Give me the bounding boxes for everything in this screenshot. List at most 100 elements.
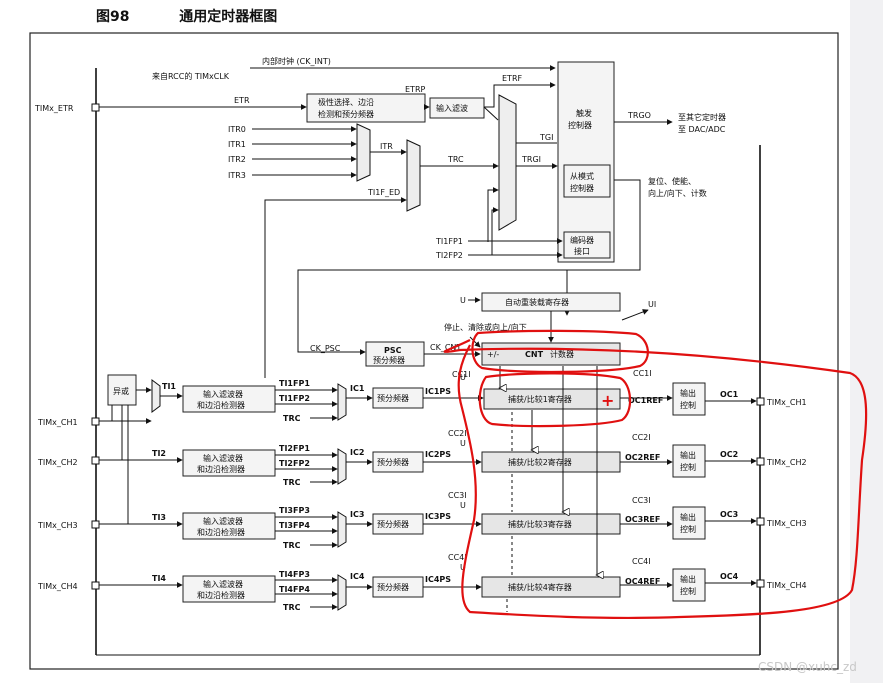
xor-block <box>107 374 137 406</box>
ch2-output-control <box>672 444 706 478</box>
output4-line1: 输出 <box>680 574 696 584</box>
etr-pin <box>91 103 100 112</box>
ch3-input-pin <box>91 520 100 529</box>
cc1-label: CC1I <box>452 370 471 379</box>
slave-mode-block <box>563 164 611 198</box>
reset-enable-label: 复位、使能、 <box>648 176 696 186</box>
figure-caption: 通用定时器框图 <box>179 9 278 25</box>
ch3-pin-label: TIMx_CH3 <box>37 521 78 530</box>
trigger-line2: 控制器 <box>568 120 592 130</box>
red-plus-mark: + <box>601 391 614 410</box>
output3-line2: 控制 <box>680 524 696 534</box>
ck-cnt-label: CK_CNT <box>430 343 461 352</box>
cc1i-label: CC1I <box>633 369 652 378</box>
ic2ps-label: IC2PS <box>425 450 451 459</box>
ti4fp4-label: TI4FP4 <box>279 585 310 594</box>
trc-row4-label: TRC <box>283 603 301 612</box>
polarity-select-block <box>306 93 426 123</box>
u-label-row4: U <box>460 563 466 572</box>
ch4-prescaler-label: 预分频器 <box>377 582 409 592</box>
ic2-label: IC2 <box>350 448 364 457</box>
ic1-label: IC1 <box>350 384 365 393</box>
ic1ps-label: IC1PS <box>425 387 451 396</box>
ch4-pin-label: TIMx_CH4 <box>37 582 78 591</box>
ch4-out-label: TIMx_CH4 <box>766 581 807 590</box>
ic1-mux <box>337 383 347 421</box>
ch2-filter-block <box>182 449 276 477</box>
ch1-filter-block <box>182 385 276 413</box>
ti1-mux <box>151 379 161 413</box>
ccr1-highlight-circle <box>478 372 632 428</box>
red-annotations: + <box>443 329 868 620</box>
ti2fp1-label: TI2FP1 <box>279 444 310 453</box>
oc4-label: OC4 <box>720 572 739 581</box>
ch1-filter-line2: 和边沿检测器 <box>197 400 245 410</box>
slave-line1: 从模式 <box>570 171 594 181</box>
ic2-mux <box>337 448 347 485</box>
ic4ps-label: IC4PS <box>425 575 451 584</box>
u-label-row2: U <box>460 439 466 448</box>
encoder-line1: 编码器 <box>570 235 594 245</box>
output1-line2: 控制 <box>680 400 696 410</box>
trigger-line1: 触发 <box>576 108 592 118</box>
cnt-plus-minus: +/- <box>487 350 499 359</box>
oc3-label: OC3 <box>720 510 738 519</box>
output4-line2: 控制 <box>680 586 696 596</box>
trc-row2-label: TRC <box>283 478 301 487</box>
ch1-output-pin <box>756 397 765 406</box>
ch1-pin-label: TIMx_CH1 <box>37 418 78 427</box>
capture-data-paths <box>500 366 597 612</box>
ch4-filter-line1: 输入滤波器 <box>203 579 243 589</box>
xor-label: 异或 <box>113 386 129 396</box>
polarity-line1: 极性选择、边沿 <box>318 97 374 107</box>
ch3-out-label: TIMx_CH3 <box>766 519 807 528</box>
ti4fp3-label: TI4FP3 <box>279 570 310 579</box>
u-label-ar: U <box>460 296 466 305</box>
etrf-label: ETRF <box>502 74 523 83</box>
ti3-label: TI3 <box>152 513 166 522</box>
cnt-sub-label: 计数器 <box>550 349 574 359</box>
ch1-output-control <box>672 382 706 416</box>
itr-label: ITR <box>380 142 393 151</box>
output2-line1: 输出 <box>680 450 696 460</box>
ch2-input-pin <box>91 456 100 465</box>
output1-line1: 输出 <box>680 388 696 398</box>
cc4i-label: CC4I <box>632 557 651 566</box>
capture-compare-1-register <box>483 388 621 410</box>
ch1-input-pin <box>91 417 100 426</box>
etr-label: ETR <box>234 96 250 105</box>
ti2fp2-label: TI2FP2 <box>435 251 463 260</box>
itr2-label: ITR2 <box>228 155 246 164</box>
ui-label: UI <box>648 300 656 309</box>
ti1-label: TI1 <box>162 382 176 391</box>
ch4-output-pin <box>756 579 765 588</box>
trigger-controller-block <box>557 61 615 263</box>
encoder-line2: 接口 <box>574 246 590 256</box>
ch3-output-control <box>672 506 706 540</box>
capture-2-label: 捕获/比较2寄存器 <box>508 457 572 467</box>
ch3-filter-block <box>182 512 276 540</box>
cc2i-in-label: CC2I <box>448 429 467 438</box>
outer-frame <box>29 32 839 670</box>
psc-sub-label: 预分频器 <box>373 355 405 365</box>
ti3fp4-label: TI3FP4 <box>279 521 310 530</box>
trgi-label: TRGI <box>521 155 541 164</box>
polarity-line2: 检测和预分频器 <box>318 109 374 119</box>
oc1-label: OC1 <box>720 390 739 399</box>
trigger-mux <box>498 94 517 231</box>
psc-label: PSC <box>384 346 402 355</box>
etr-pin-label: TIMx_ETR <box>34 104 74 113</box>
capture-4-label: 捕获/比较4寄存器 <box>508 582 572 592</box>
encoder-interface-block <box>563 231 611 259</box>
oc3ref-label: OC3REF <box>625 515 660 524</box>
output3-line1: 输出 <box>680 512 696 522</box>
cc2i-label: CC2I <box>632 433 651 442</box>
stop-clear-label: 停止、清除或向上/向下 <box>444 322 527 332</box>
itr-mux <box>356 123 371 182</box>
itr0-label: ITR0 <box>228 125 246 134</box>
internal-clock-label: 内部时钟 (CK_INT) <box>262 56 331 66</box>
capture-compare-4-register <box>481 576 621 598</box>
psc-block <box>365 341 425 367</box>
cc3i-in-label: CC3I <box>448 491 467 500</box>
etrp-label: ETRP <box>405 85 426 94</box>
